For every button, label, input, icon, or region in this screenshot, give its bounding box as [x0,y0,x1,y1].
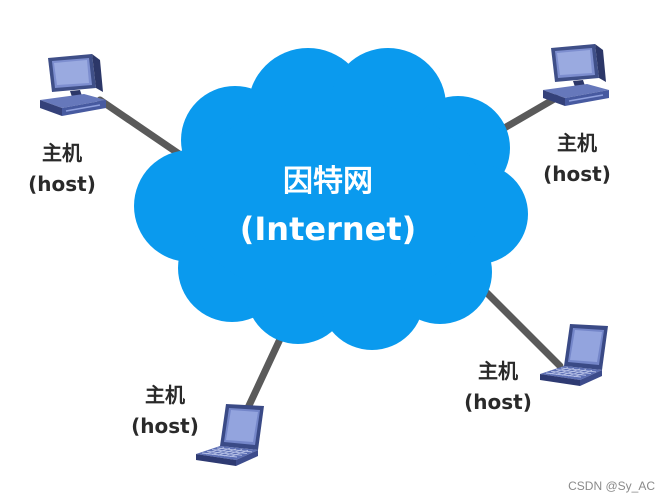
internet-cloud: 因特网 (Internet) [134,48,528,350]
host-label-en: (host) [464,390,532,414]
desktop-computer-icon [542,43,610,107]
host-label-en: (host) [131,414,199,438]
cloud-subtitle: (Internet) [240,210,417,248]
host-label-en: (host) [543,162,611,186]
host-label-en: (host) [28,172,96,196]
host-label-cn: 主机 [478,359,518,383]
host-bottom-right: 主机 (host) [464,323,609,414]
host-label-cn: 主机 [145,383,185,407]
host-label-cn: 主机 [557,131,597,155]
host-top-left: 主机 (host) [28,53,107,196]
cloud-title: 因特网 [283,164,373,199]
host-top-right: 主机 (host) [542,43,611,186]
host-bottom-left: 主机 (host) [131,383,265,467]
laptop-icon [195,403,265,467]
host-label-cn: 主机 [42,141,82,165]
link-top-left [96,96,192,164]
desktop-computer-icon [39,53,107,117]
watermark: CSDN @Sy_AC [568,479,655,493]
